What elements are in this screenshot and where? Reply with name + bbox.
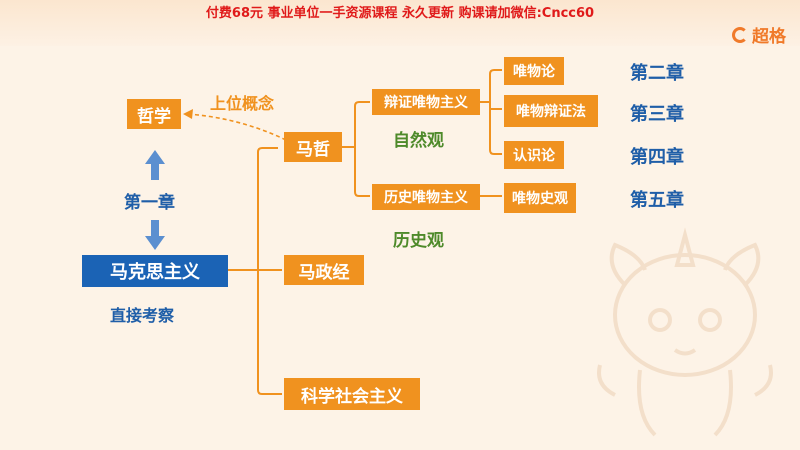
label-upper-concept: 上位概念 [210, 94, 275, 113]
chapter-label: 第四章 [630, 147, 684, 168]
logo-icon [732, 26, 748, 43]
node-makesi: 马克思主义 [82, 255, 228, 287]
chapter-label: 第三章 [630, 104, 684, 125]
node-lishi: 历史唯物主义 [372, 184, 480, 210]
brand-logo: 超格 [732, 22, 786, 47]
node-renshilun: 认识论 [504, 141, 564, 169]
top-banner-bar [0, 0, 800, 46]
label-direct-exam: 直接考察 [110, 306, 175, 325]
node-mazhengjing: 马政经 [284, 255, 364, 285]
node-weiwubianzhengfa: 唯物辩证法 [504, 95, 598, 127]
mascot-watermark-icon [597, 227, 773, 437]
label-lishiguan: 历史观 [393, 231, 444, 251]
chapter-label: 第五章 [630, 190, 684, 211]
up-arrow-icon [145, 150, 165, 180]
node-bianzheng: 辩证唯物主义 [372, 89, 480, 115]
promo-banner-text: 付费68元 事业单位一手资源课程 永久更新 购课请加微信:Cncc60 [205, 6, 595, 21]
node-zhexue: 哲学 [127, 99, 181, 129]
logo-text: 超格 [752, 27, 786, 47]
node-kexue: 科学社会主义 [284, 378, 420, 410]
label-ziranguan: 自然观 [393, 131, 444, 151]
node-weiwushiguan: 唯物史观 [504, 183, 576, 213]
node-weiwulun: 唯物论 [504, 57, 564, 85]
chapter-label: 第二章 [630, 63, 684, 84]
down-arrow-icon [145, 220, 165, 250]
node-mazhe: 马哲 [284, 132, 342, 162]
label-chapter-one: 第一章 [124, 193, 175, 213]
